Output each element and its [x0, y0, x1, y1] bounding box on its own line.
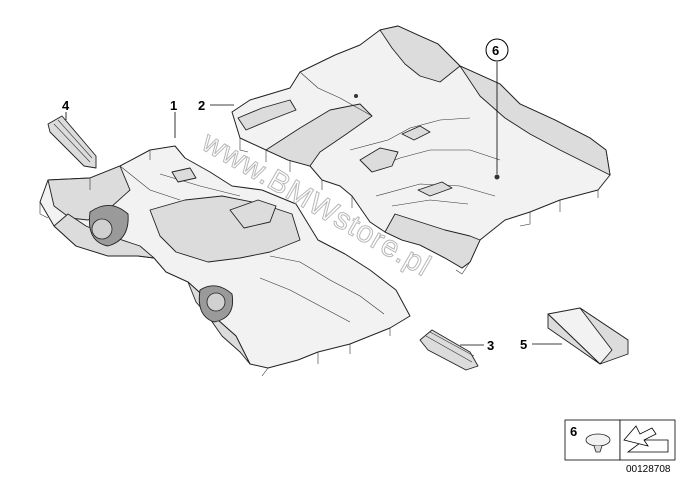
callout-6: 6	[492, 43, 499, 58]
reference-number: 00128708	[626, 464, 671, 475]
callout-6-circle	[485, 38, 509, 62]
foam-insert-left	[47, 115, 97, 169]
foam-block	[547, 307, 629, 365]
front-floor-carpet	[39, 145, 411, 377]
legend-callout-6: 6	[570, 424, 577, 439]
callout-1: 1	[170, 98, 177, 113]
foam-insert-right	[419, 329, 479, 371]
legend-box: 6 00128708	[564, 419, 676, 475]
clip-fastener-icon	[585, 433, 611, 453]
callout-2: 2	[198, 98, 205, 113]
arrow-icon	[623, 425, 669, 453]
rear-floor-carpet	[231, 25, 611, 275]
callout-3: 3	[487, 338, 494, 353]
callout-5: 5	[520, 337, 527, 352]
callout-4: 4	[62, 98, 70, 113]
